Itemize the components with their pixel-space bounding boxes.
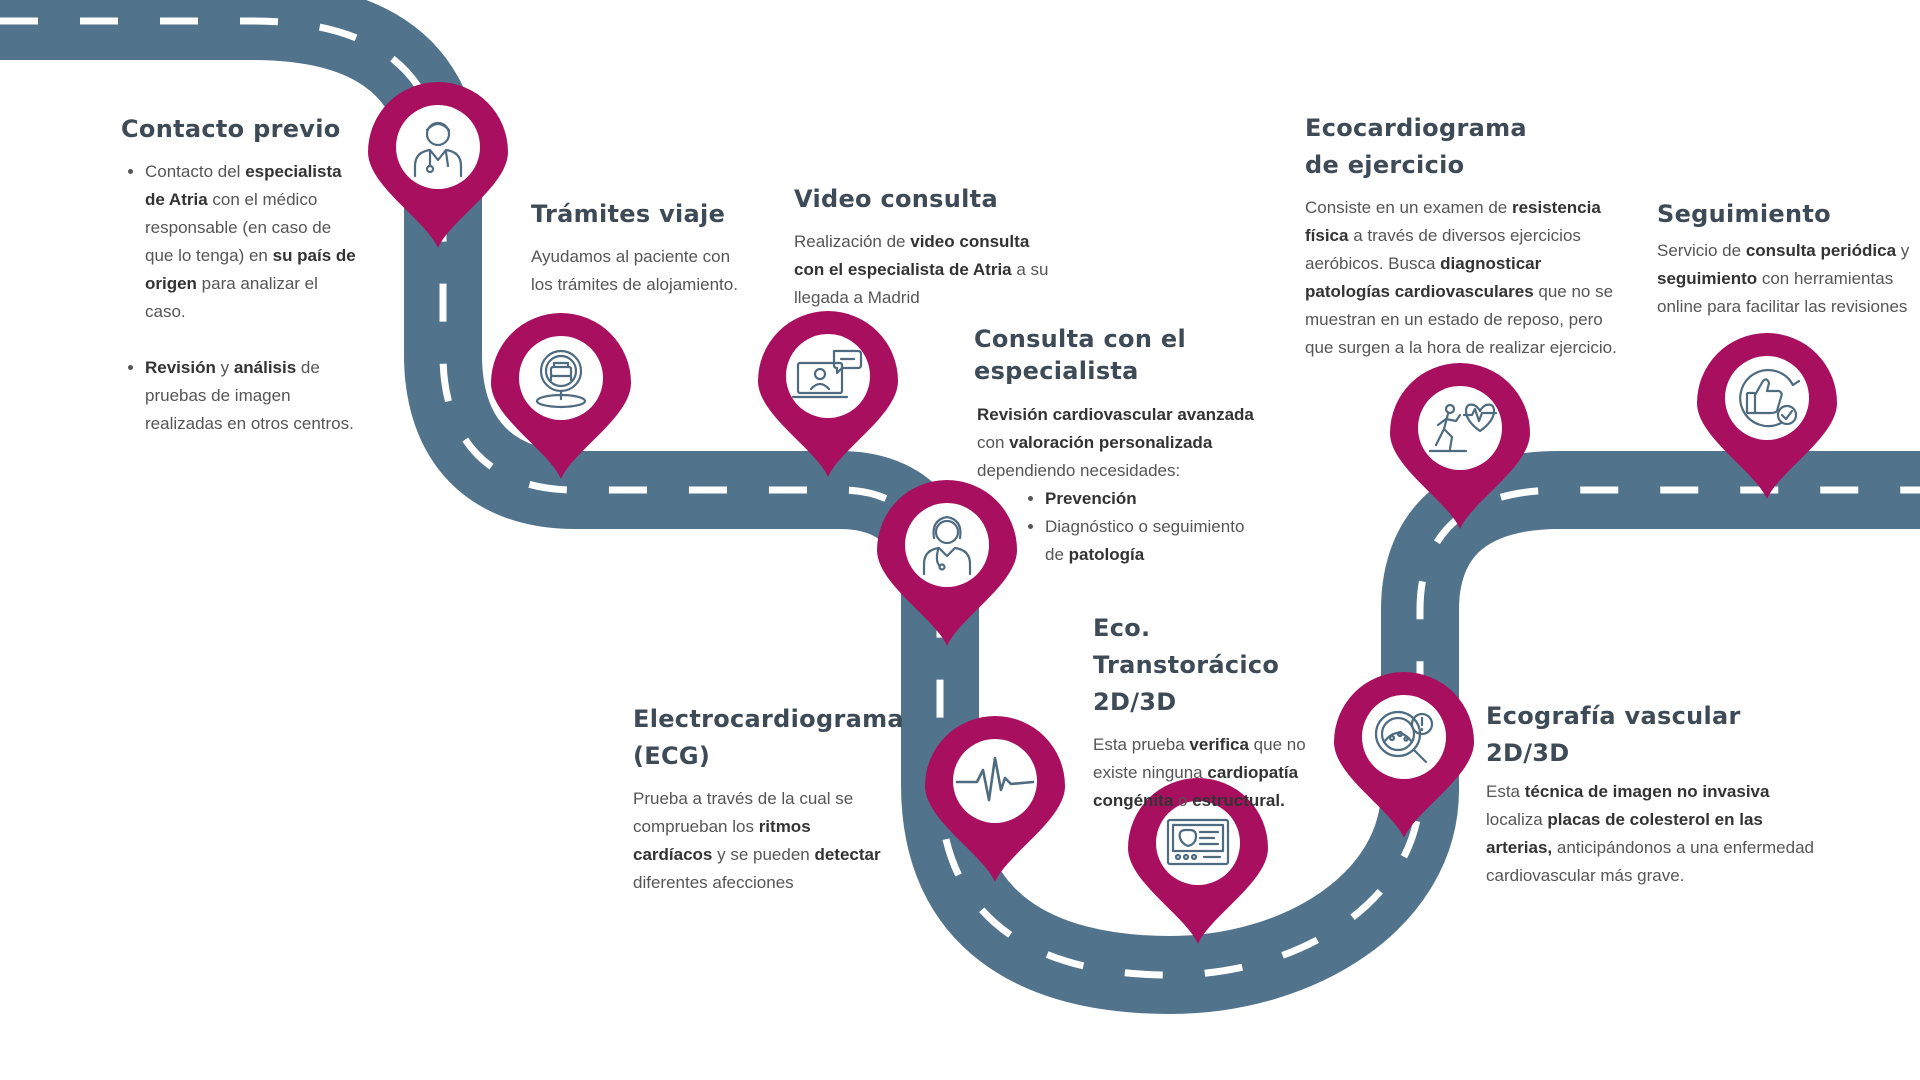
- echo-monitor-icon: [1166, 818, 1230, 866]
- pin-eco-ejercicio: [1390, 363, 1530, 533]
- step-eco-ejercicio: Ecocardiograma de ejercicio Consiste en …: [1305, 110, 1620, 362]
- step-description: Ayudamos al paciente con los trámites de…: [531, 247, 738, 294]
- hotel-bed-icon: [535, 349, 587, 409]
- step-title: Seguimiento: [1657, 200, 1831, 228]
- runner-heart-icon: [1428, 403, 1498, 453]
- video-call-icon: [791, 349, 863, 399]
- list-item: Diagnóstico o seguimiento de patología: [1045, 513, 1267, 569]
- step-bullets: Contacto del especialista de Atria con e…: [121, 158, 361, 438]
- step-title: Ecografía vascular 2D/3D: [1486, 702, 1741, 767]
- step-description: Realización de video consulta con el esp…: [794, 232, 1049, 307]
- heartbeat-icon: [955, 756, 1035, 802]
- pin-contacto-previo: [368, 82, 508, 252]
- step-title: Consulta con el especialista: [974, 325, 1186, 385]
- thumbs-up-check-icon: [1739, 368, 1801, 428]
- pin-tramites-viaje: [491, 313, 631, 483]
- step-eco-transtoracico: Eco. Transtorácico 2D/3D Esta prueba ver…: [1093, 610, 1323, 815]
- list-item: Prevención: [1045, 485, 1267, 513]
- step-bullets: Prevención Diagnóstico o seguimiento de …: [1045, 485, 1267, 569]
- step-title: Electrocardiograma (ECG): [633, 705, 904, 770]
- step-ecg: Electrocardiograma (ECG) Prueba a través…: [633, 701, 904, 897]
- step-consulta-especialista: Consulta con el especialista Revisión ca…: [974, 323, 1267, 569]
- step-description: Esta técnica de imagen no invasiva local…: [1486, 782, 1814, 885]
- step-title: Eco. Transtorácico 2D/3D: [1093, 614, 1280, 716]
- pin-ecg: [925, 716, 1065, 886]
- magnifier-artery-icon: [1374, 710, 1434, 764]
- step-title: Contacto previo: [121, 115, 341, 143]
- step-title: Ecocardiograma de ejercicio: [1305, 114, 1527, 179]
- pin-eco-transtoracico: [1128, 778, 1268, 948]
- step-ecografia-vascular: Ecografía vascular 2D/3D Esta técnica de…: [1486, 698, 1816, 890]
- step-title: Video consulta: [794, 185, 998, 213]
- step-description: Servicio de consulta periódica y seguimi…: [1657, 241, 1910, 316]
- pin-consulta-especialista: [877, 480, 1017, 650]
- pin-ecografia-vascular: [1334, 672, 1474, 842]
- step-description: Prueba a través de la cual se comprueban…: [633, 789, 881, 892]
- pin-video-consulta: [758, 311, 898, 481]
- step-video-consulta: Video consulta Realización de video cons…: [794, 181, 1059, 312]
- step-description: Consiste en un examen de resistencia fís…: [1305, 198, 1617, 357]
- step-contacto-previo: Contacto previo Contacto del especialist…: [121, 111, 361, 438]
- step-title: Trámites viaje: [531, 200, 726, 228]
- pin-seguimiento: [1697, 333, 1837, 503]
- step-seguimiento: Seguimiento Servicio de consulta periódi…: [1657, 196, 1915, 321]
- list-item: Revisión y análisis de pruebas de imagen…: [145, 354, 361, 438]
- female-doctor-icon: [922, 515, 972, 576]
- doctor-icon: [413, 121, 463, 178]
- step-description: Esta prueba verifica que no existe ningu…: [1093, 735, 1306, 810]
- list-item: Contacto del especialista de Atria con e…: [145, 158, 361, 326]
- step-tramites-viaje: Trámites viaje Ayudamos al paciente con …: [531, 196, 751, 299]
- step-description: Revisión cardiovascular avanzada con val…: [977, 405, 1254, 480]
